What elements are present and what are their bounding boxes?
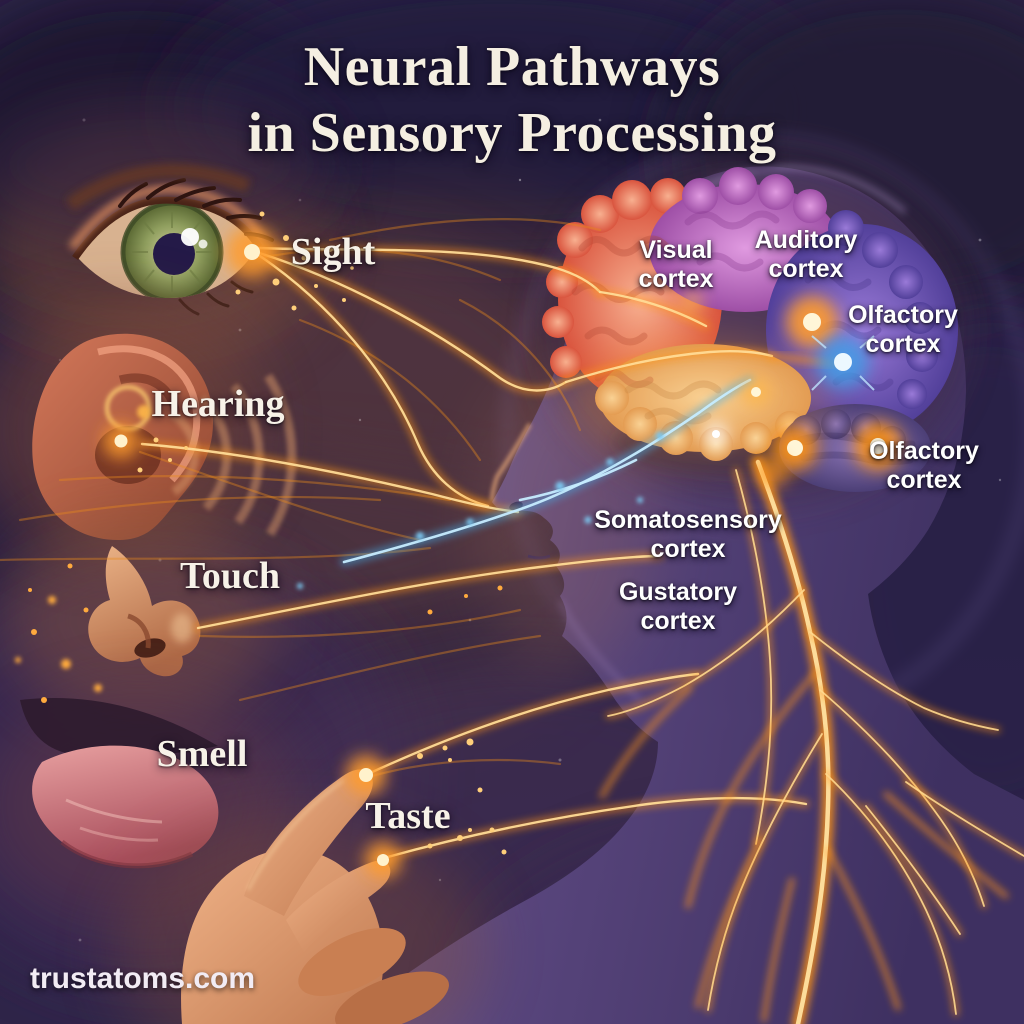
- eyelashes: [118, 178, 274, 242]
- label-olfactory-cortex-upper: Olfactory cortex: [848, 301, 958, 358]
- watermark: trustatoms.com: [30, 962, 256, 995]
- brain-energy-bursts: [682, 292, 902, 488]
- somatosensory-blue-stream: [297, 375, 755, 589]
- neural-stream-taste-fingers: [364, 670, 810, 862]
- label-visual-cortex: Visual cortex: [638, 236, 714, 293]
- label-hearing: Hearing: [151, 383, 285, 425]
- brain-entry-bundle: [562, 288, 844, 386]
- label-gustatory-cortex: Gustatory cortex: [618, 578, 738, 635]
- label-sight: Sight: [290, 231, 376, 273]
- middle-finger: [286, 860, 391, 952]
- label-olfactory-cortex-lower: Olfactory cortex: [869, 437, 979, 494]
- label-touch: Touch: [180, 555, 280, 597]
- smell-sparkle-dots: [15, 563, 503, 703]
- index-finger: [244, 769, 373, 916]
- label-auditory-cortex: Auditory cortex: [754, 226, 858, 283]
- hearing-sparkle: [103, 405, 188, 473]
- label-taste: Taste: [365, 795, 451, 837]
- taste-fingertip-glows: [346, 738, 507, 878]
- page-title: Neural Pathways in Sensory Processing: [0, 34, 1024, 166]
- neural-stream-hearing: [138, 440, 522, 542]
- brain-illustration: [542, 165, 958, 495]
- neural-stream-sight: [252, 244, 604, 510]
- title-line1: Neural Pathways: [303, 36, 721, 98]
- label-smell: Smell: [156, 733, 248, 775]
- label-somatosensory-cortex: Somatosensory cortex: [594, 506, 782, 563]
- sparkle-clusters: [15, 211, 902, 878]
- tongue: [32, 745, 219, 866]
- title-line2: in Sensory Processing: [247, 102, 777, 165]
- neural-stream-touch: [194, 552, 664, 638]
- sight-sparkle-burst: [226, 211, 354, 311]
- neck-nerve-trunk: [599, 455, 1024, 1024]
- olfactory-blue-burst: [811, 335, 875, 391]
- nose-illustration: [5, 520, 275, 720]
